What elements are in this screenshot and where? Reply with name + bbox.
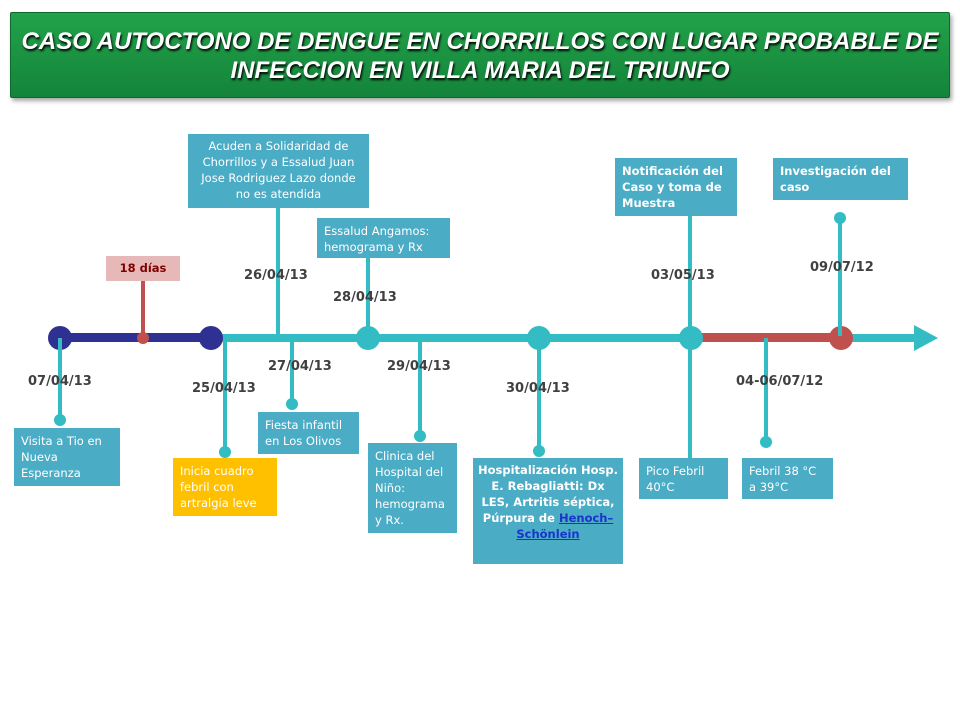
event-dot-27-04 [286,398,298,410]
event-connector-pico-febril [688,338,692,462]
event-date-03-05: 03/05/13 [651,268,715,283]
event-dot-29-04 [414,430,426,442]
interval-dot [137,332,149,344]
timeline-fever-segment [692,333,842,342]
event-dot-04-06-07 [760,436,772,448]
event-connector-25-04 [223,338,227,452]
event-date-25-04: 25/04/13 [192,381,256,396]
event-box-28-04: Essalud Angamos: hemograma y Rx [317,218,450,258]
henoch-schonlein-link[interactable]: Henoch–Schönlein [516,511,614,541]
event-dot-30-04 [533,445,545,457]
page-title: CASO AUTOCTONO DE DENGUE EN CHORRILLOS C… [21,28,939,84]
event-connector-07-04 [58,338,62,420]
event-dot-07-04 [54,414,66,426]
event-dot-09-07 [834,212,846,224]
event-date-26-04: 26/04/13 [244,268,308,283]
timeline-incubation-segment [60,333,212,342]
event-connector-09-07 [838,218,842,336]
event-date-28-04: 28/04/13 [333,290,397,305]
event-box-09-07: Investigación del caso [773,158,908,200]
event-connector-27-04 [290,338,294,404]
event-box-25-04: Inicia cuadro febril con artralgia leve [173,458,277,516]
event-text-30-04: Hospitalización Hosp. E. Rebagliatti: Dx… [478,463,618,525]
interval-label: 18 días [106,256,180,281]
event-date-07-04: 07/04/13 [28,374,92,389]
event-connector-04-06-07 [764,338,768,442]
event-connector-26-04 [276,198,280,338]
event-date-29-04: 29/04/13 [387,359,451,374]
event-box-04-06-07: Febril 38 °C a 39°C [742,458,833,499]
event-connector-28-04 [366,256,370,336]
event-box-07-04: Visita a Tio en Nueva Esperanza [14,428,120,486]
event-connector-30-04 [537,338,541,452]
event-connector-03-05 [688,214,692,336]
title-banner: CASO AUTOCTONO DE DENGUE EN CHORRILLOS C… [10,12,950,98]
interval-connector [141,281,145,336]
event-box-26-04: Acuden a Solidaridad de Chorrillos y a E… [188,134,369,208]
event-date-04-06-07: 04-06/07/12 [736,374,824,389]
event-date-27-04: 27/04/13 [268,359,332,374]
event-box-03-05: Notificación del Caso y toma de Muestra [615,158,737,216]
timeline-arrow-head [914,325,938,351]
timeline-node-25-04 [199,326,223,350]
event-box-30-04: Hospitalización Hosp. E. Rebagliatti: Dx… [473,458,623,564]
event-box-pico-febril: Pico Febril 40°C [639,458,728,499]
event-date-30-04: 30/04/13 [506,381,570,396]
event-dot-25-04 [219,446,231,458]
event-box-27-04: Fiesta infantil en Los Olivos [258,412,359,454]
event-box-29-04: Clinica del Hospital del Niño: hemograma… [368,443,457,533]
event-date-09-07: 09/07/12 [810,260,874,275]
timeline-axis [60,334,920,342]
event-connector-29-04 [418,338,422,436]
